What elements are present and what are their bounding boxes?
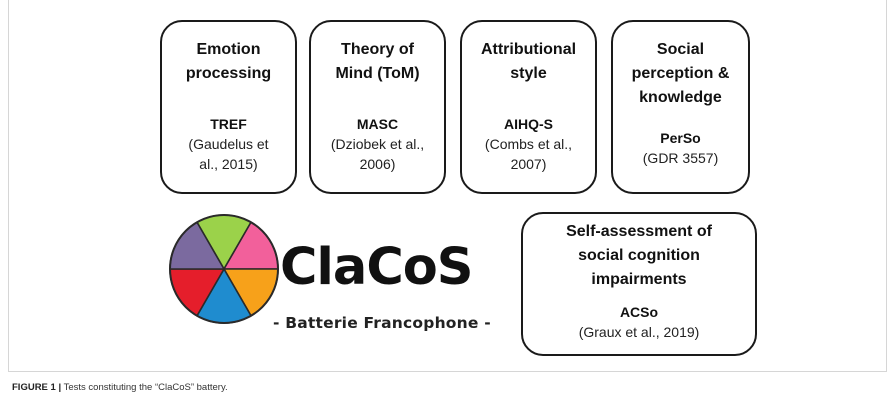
reference-line-1: (Dziobek et al., (330, 136, 425, 152)
test-name: PerSo (660, 130, 701, 146)
box-title: Attributional style (481, 38, 576, 86)
box-body: TREF (Gaudelus et al., 2015) (188, 114, 268, 174)
test-name: AIHQ-S (503, 116, 553, 132)
box-body: PerSo (GDR 3557) (643, 128, 718, 168)
box-title: Theory of Mind (ToM) (335, 38, 419, 86)
title-line-1: Emotion (196, 41, 261, 58)
reference-line-1: (GDR 3557) (642, 150, 719, 166)
title-line-3: knowledge (639, 89, 722, 106)
reference-line-2: 2006) (359, 156, 396, 172)
title-line-2: processing (185, 65, 272, 82)
title-line-1: Social (656, 41, 705, 58)
color-wheel-logo (169, 214, 279, 324)
box-title: Self-assessment of social cognition impa… (566, 220, 712, 292)
box-body: ACSo (Graux et al., 2019) (579, 302, 700, 342)
title-line-2: Mind (ToM) (335, 65, 420, 82)
wheel-outline (169, 214, 279, 324)
title-line-1: Theory of (341, 41, 414, 58)
logo-subtitle: - Batterie Francophone - (273, 314, 491, 332)
box-body: MASC (Dziobek et al., 2006) (331, 114, 424, 174)
title-line-1: Self-assessment of (566, 223, 712, 240)
test-name: TREF (210, 116, 247, 132)
title-line-2: perception & (631, 65, 730, 82)
reference-line-2: 2007) (510, 156, 547, 172)
caption-text: Tests constituting the “ClaCoS” battery. (61, 382, 228, 393)
figure-caption: FIGURE 1 | Tests constituting the “ClaCo… (12, 382, 228, 394)
reference-line-1: (Gaudelus et (188, 136, 269, 152)
box-body: AIHQ-S (Combs et al., 2007) (485, 114, 572, 174)
logo-wordmark: ClaCoS (280, 238, 474, 297)
social-perception-box: Social perception & knowledge PerSo (GDR… (611, 20, 750, 194)
title-line-2: social cognition (578, 247, 700, 264)
theory-of-mind-box: Theory of Mind (ToM) MASC (Dziobek et al… (309, 20, 446, 194)
reference-line-2: al., 2015) (199, 156, 258, 172)
self-assessment-box: Self-assessment of social cognition impa… (521, 212, 757, 356)
emotion-processing-box: Emotion processing TREF (Gaudelus et al.… (160, 20, 297, 194)
title-line-1: Attributional (480, 41, 577, 58)
caption-label: FIGURE 1 | (12, 382, 62, 393)
box-title: Emotion processing (186, 38, 271, 86)
reference-line-1: (Combs et al., (484, 136, 573, 152)
title-line-3: impairments (591, 271, 687, 288)
title-line-2: style (510, 65, 547, 82)
box-title: Social perception & knowledge (632, 38, 730, 110)
test-name: ACSo (619, 304, 659, 320)
test-name: MASC (356, 116, 399, 132)
attributional-style-box: Attributional style AIHQ-S (Combs et al.… (460, 20, 597, 194)
reference-line-1: (Graux et al., 2019) (578, 324, 700, 340)
